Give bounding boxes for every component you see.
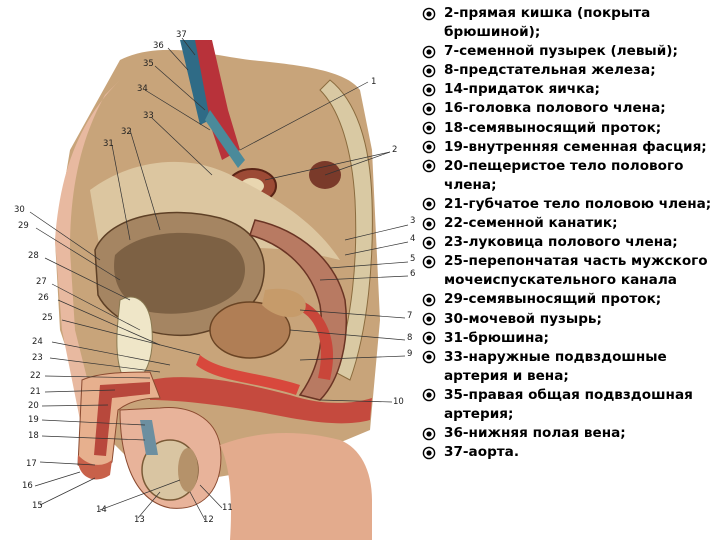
circled-dot-icon <box>422 80 444 99</box>
callout-number: 26 <box>38 293 49 303</box>
circled-dot-icon <box>422 386 444 405</box>
circled-dot-icon <box>422 138 444 157</box>
legend-item-text: 30-мочевой пузырь; <box>444 310 718 329</box>
circled-dot-icon <box>422 42 444 61</box>
legend-item: 2-прямая кишка (покрыта брюшиной); <box>422 4 718 42</box>
legend-item-text: 23-луковица полового члена; <box>444 233 718 252</box>
legend-item-text: 35-правая общая подвздошная артерия; <box>444 386 718 424</box>
callout-number: 18 <box>28 431 39 441</box>
callout-number: 2 <box>392 145 397 155</box>
circled-dot-icon <box>422 61 444 80</box>
circled-dot-icon <box>422 348 444 367</box>
callout-number: 22 <box>30 371 41 381</box>
circled-dot-icon <box>422 214 444 233</box>
callout-number: 33 <box>143 111 154 121</box>
legend-item: 14-придаток яичка; <box>422 80 718 99</box>
callout-number: 5 <box>410 254 415 264</box>
legend-item: 25-перепончатая часть мужского мочеиспус… <box>422 252 718 290</box>
callout-number: 20 <box>28 401 39 411</box>
callout-number: 1 <box>371 77 376 87</box>
legend-list: 2-прямая кишка (покрыта брюшиной);7-семе… <box>422 4 718 462</box>
legend-item-text: 25-перепончатая часть мужского мочеиспус… <box>444 252 718 290</box>
callout-number: 10 <box>393 397 404 407</box>
callout-number: 7 <box>407 311 412 321</box>
legend-item: 16-головка полового члена; <box>422 99 718 118</box>
callout-number: 27 <box>36 277 47 287</box>
callout-number: 8 <box>407 333 412 343</box>
callout-number: 4 <box>410 234 415 244</box>
epididymis <box>178 448 198 492</box>
callout-number: 30 <box>14 205 25 215</box>
legend-item-text: 22-семенной канатик; <box>444 214 718 233</box>
circled-dot-icon <box>422 4 444 23</box>
legend-item-text: 2-прямая кишка (покрыта брюшиной); <box>444 4 718 42</box>
legend-item: 19-внутренняя семенная фасция; <box>422 138 718 157</box>
callout-number: 11 <box>222 503 233 513</box>
circled-dot-icon <box>422 119 444 138</box>
legend-item: 20-пещеристое тело полового члена; <box>422 157 718 195</box>
legend-item-text: 7-семенной пузырек (левый); <box>444 42 718 61</box>
legend-item: 8-предстательная железа; <box>422 61 718 80</box>
circled-dot-icon <box>422 99 444 118</box>
circled-dot-icon <box>422 157 444 176</box>
legend-item: 18-семявыносящий проток; <box>422 119 718 138</box>
legend-item: 31-брюшина; <box>422 329 718 348</box>
legend-item: 37-аорта. <box>422 443 718 462</box>
legend-item-text: 19-внутренняя семенная фасция; <box>444 138 718 157</box>
callout-number: 36 <box>153 41 164 51</box>
legend-item-text: 21-губчатое тело половою члена; <box>444 195 718 214</box>
legend-item: 35-правая общая подвздошная артерия; <box>422 386 718 424</box>
callout-number: 29 <box>18 221 29 231</box>
callout-number: 12 <box>203 515 214 525</box>
circled-dot-icon <box>422 252 444 271</box>
circled-dot-icon <box>422 290 444 309</box>
legend-item-text: 31-брюшина; <box>444 329 718 348</box>
legend-item: 36-нижняя полая вена; <box>422 424 718 443</box>
callout-number: 23 <box>32 353 43 363</box>
legend-item: 22-семенной канатик; <box>422 214 718 233</box>
callout-number: 31 <box>103 139 114 149</box>
circled-dot-icon <box>422 329 444 348</box>
circled-dot-icon <box>422 195 444 214</box>
callout-number: 28 <box>28 251 39 261</box>
callout-number: 37 <box>176 30 187 40</box>
callout-number: 32 <box>121 127 132 137</box>
legend-item: 30-мочевой пузырь; <box>422 310 718 329</box>
legend-item-text: 14-придаток яичка; <box>444 80 718 99</box>
legend-item-text: 37-аорта. <box>444 443 718 462</box>
legend-item-text: 20-пещеристое тело полового члена; <box>444 157 718 195</box>
callout-number: 14 <box>96 505 107 515</box>
callout-number: 19 <box>28 415 39 425</box>
legend-item: 21-губчатое тело половою члена; <box>422 195 718 214</box>
legend-item-text: 16-головка полового члена; <box>444 99 718 118</box>
legend-item: 29-семявыносящий проток; <box>422 290 718 309</box>
thigh <box>220 433 372 540</box>
callout-number: 9 <box>407 349 412 359</box>
callout-number: 25 <box>42 313 53 323</box>
callout-number: 3 <box>410 216 415 226</box>
circled-dot-icon <box>422 424 444 443</box>
callout-number: 21 <box>30 387 41 397</box>
legend-item: 7-семенной пузырек (левый); <box>422 42 718 61</box>
legend-item-text: 8-предстательная железа; <box>444 61 718 80</box>
callout-number: 13 <box>134 515 145 525</box>
callout-number: 6 <box>410 269 415 279</box>
callout-number: 24 <box>32 337 43 347</box>
legend-item-text: 33-наружные подвздошные артерия и вена; <box>444 348 718 386</box>
legend-item-text: 18-семявыносящий проток; <box>444 119 718 138</box>
circled-dot-icon <box>422 233 444 252</box>
legend-item: 33-наружные подвздошные артерия и вена; <box>422 348 718 386</box>
circled-dot-icon <box>422 310 444 329</box>
callout-number: 17 <box>26 459 37 469</box>
legend-item-text: 36-нижняя полая вена; <box>444 424 718 443</box>
callout-number: 35 <box>143 59 154 69</box>
callout-number: 34 <box>137 84 148 94</box>
callout-number: 16 <box>22 481 33 491</box>
callout-number: 15 <box>32 501 43 511</box>
legend-item-text: 29-семявыносящий проток; <box>444 290 718 309</box>
circled-dot-icon <box>422 443 444 462</box>
legend-item: 23-луковица полового члена; <box>422 233 718 252</box>
